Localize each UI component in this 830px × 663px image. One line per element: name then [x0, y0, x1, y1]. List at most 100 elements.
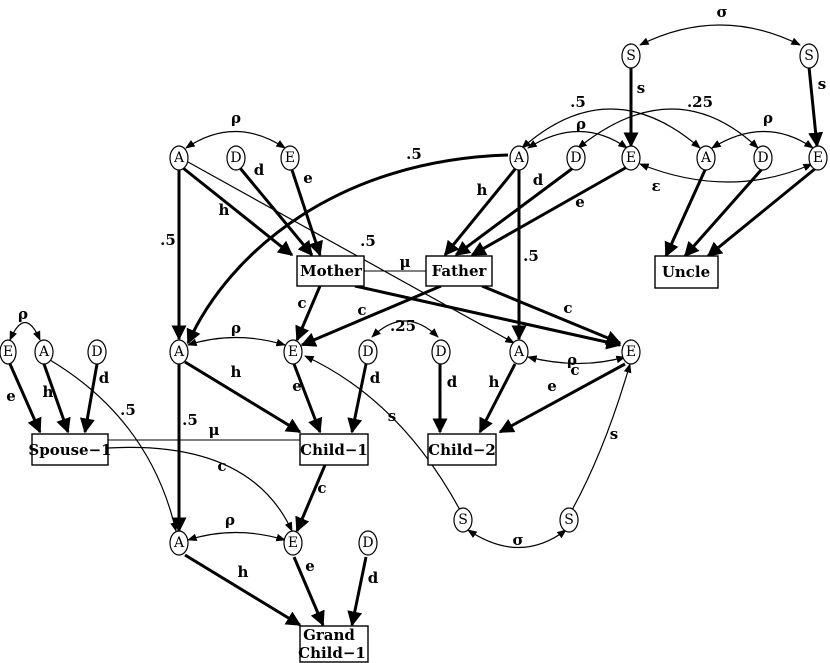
label-e-child2: e [547, 377, 557, 395]
svg-text:A: A [173, 150, 185, 166]
path-father-to-child2-e [481, 284, 622, 345]
node-child1-a: A [169, 339, 189, 365]
node-uncle-e: E [808, 145, 828, 171]
svg-text:Uncle: Uncle [662, 263, 710, 281]
svg-text:E: E [626, 344, 636, 360]
label-e-spouse: e [6, 387, 16, 405]
path-uncle-a-to-uncle [664, 169, 707, 258]
svg-text:E: E [813, 150, 823, 166]
label-e-grandchild: e [305, 557, 315, 575]
label-c-spouse-gc: c [217, 457, 226, 475]
svg-text:E: E [288, 344, 298, 360]
edges [8, 24, 824, 627]
node-mother-a: A [169, 145, 189, 171]
path-spouse-e-to-spouse [8, 363, 42, 434]
path-rho-grandchild [187, 531, 286, 542]
path-father-a-uncle-a-corr [521, 108, 701, 149]
node-gc-a: A [169, 530, 189, 556]
label-e-child1: e [292, 377, 302, 395]
label-d-father: d [533, 171, 544, 189]
svg-text:E: E [3, 344, 13, 360]
path-father-d-uncle-d-corr [577, 108, 759, 149]
label-s-child1: s [388, 407, 396, 425]
svg-text:E: E [626, 150, 636, 166]
path-uncle-d-to-uncle [683, 168, 764, 258]
svg-text:A: A [700, 150, 712, 166]
path-s-to-child2-e [571, 363, 632, 511]
label-d-child1: d [370, 369, 381, 387]
path-rho-child1 [187, 336, 286, 347]
latent-nodes: S S A D E A D E A D E E A D A E D D A E … [0, 43, 828, 556]
svg-text:S: S [458, 512, 468, 528]
node-s-child1: S [453, 507, 473, 533]
path-child-d-d-corr [371, 320, 439, 338]
label-c-father-child1: c [357, 301, 366, 319]
label-c-father-child2: c [570, 361, 579, 379]
path-mother-a-to-mother [182, 166, 294, 257]
svg-text:A: A [38, 344, 50, 360]
label-c-mother-child1: c [297, 294, 306, 312]
observed-boxes: Mother Father Uncle Spouse−1 Child−1 Chi… [28, 255, 719, 663]
edge-labels: σ s s .5 .25 ρ ρ ρ .5 ε d e h h d e .5 .… [6, 3, 826, 587]
path-father-e-uncle-e-corr [639, 163, 813, 183]
svg-text:Grand: Grand [303, 626, 355, 644]
box-father: Father [425, 255, 493, 287]
path-sigma-bottom [467, 529, 567, 548]
box-mother: Mother [296, 255, 365, 287]
svg-text:S: S [564, 512, 574, 528]
svg-text:Mother: Mother [300, 262, 363, 280]
node-uncle-d: D [753, 145, 773, 171]
label-s-child2: s [610, 425, 618, 443]
label-rho-child2: ρ [567, 351, 577, 369]
path-gc-a-to-gc [184, 553, 302, 627]
label-h-child1: h [231, 363, 242, 381]
svg-text:A: A [173, 535, 185, 551]
path-mother-to-child1-e [295, 285, 322, 342]
svg-text:E: E [288, 535, 298, 551]
node-mother-e: E [280, 145, 300, 171]
box-uncle: Uncle [654, 255, 719, 289]
node-child1-d: D [358, 339, 378, 365]
node-s-uncle: S [799, 43, 819, 69]
node-spouse-a: A [34, 339, 54, 365]
label-h-father: h [477, 181, 488, 199]
path-spouse-d-to-spouse [79, 363, 99, 434]
svg-text:D: D [435, 344, 446, 360]
node-s-father: S [621, 43, 641, 69]
label-d-grandchild: d [368, 569, 379, 587]
label-epsilon: ε [651, 177, 660, 195]
node-s-child2: S [559, 507, 579, 533]
label-half-father-uncle: .5 [570, 93, 586, 111]
svg-text:Spouse−1: Spouse−1 [28, 441, 111, 459]
label-rho-spouse: ρ [18, 305, 28, 323]
path-child1-e-to-child1 [292, 363, 323, 434]
svg-text:D: D [362, 535, 373, 551]
node-father-e: E [621, 145, 641, 171]
path-father-a-to-father [443, 167, 518, 257]
label-d-mother: d [254, 161, 265, 179]
node-gc-e: E [283, 530, 303, 556]
box-spouse1: Spouse−1 [28, 433, 112, 466]
label-h-spouse: h [43, 383, 54, 401]
node-father-a: A [509, 145, 529, 171]
path-father-to-child1-e [300, 284, 442, 347]
label-rho-father: ρ [576, 115, 586, 133]
label-rho-mother: ρ [231, 109, 241, 127]
box-child2: Child−2 [427, 433, 497, 466]
node-mother-d: D [226, 145, 246, 171]
path-spouse-a-to-gc-a [49, 359, 178, 532]
label-half-father-child2: .5 [523, 247, 539, 265]
node-child1-e: E [283, 339, 303, 365]
node-uncle-a: A [696, 145, 716, 171]
label-s-uncle: s [818, 75, 826, 93]
node-father-d: D [566, 145, 586, 171]
svg-text:A: A [513, 150, 525, 166]
path-spouse-a-to-spouse [42, 363, 71, 434]
svg-text:D: D [362, 344, 373, 360]
label-quarter-child: .25 [390, 317, 416, 335]
path-rho-mother [185, 131, 286, 149]
path-mother-to-child2-e [354, 284, 622, 350]
path-rho-child2 [527, 355, 626, 365]
path-mother-a-to-child2-a [187, 161, 515, 344]
